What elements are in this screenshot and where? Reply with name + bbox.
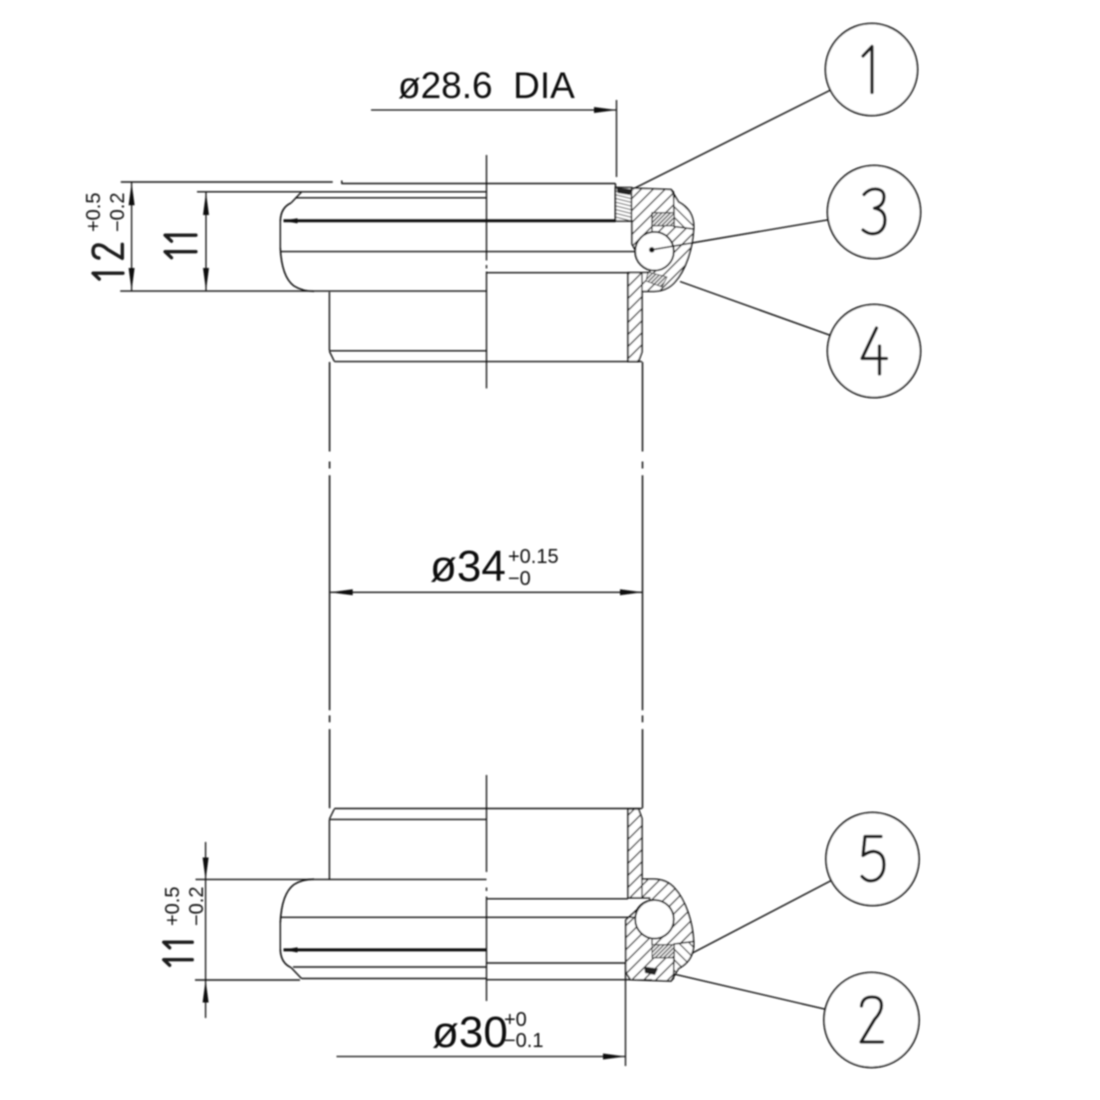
svg-text:−0.1: −0.1 [504, 1030, 543, 1052]
svg-text:ø28.6 DIA: ø28.6 DIA [398, 65, 575, 106]
svg-text:−0.2: −0.2 [186, 887, 208, 926]
svg-text:−0: −0 [508, 568, 531, 590]
svg-text:−0.2: −0.2 [107, 193, 129, 232]
svg-text:ø34: ø34 [430, 542, 506, 591]
svg-text:+0.5: +0.5 [83, 193, 105, 232]
svg-text:+0: +0 [504, 1009, 527, 1031]
svg-text:+0.15: +0.15 [508, 546, 559, 568]
svg-text:+0.5: +0.5 [162, 887, 184, 926]
svg-text:ø30: ø30 [432, 1008, 508, 1057]
